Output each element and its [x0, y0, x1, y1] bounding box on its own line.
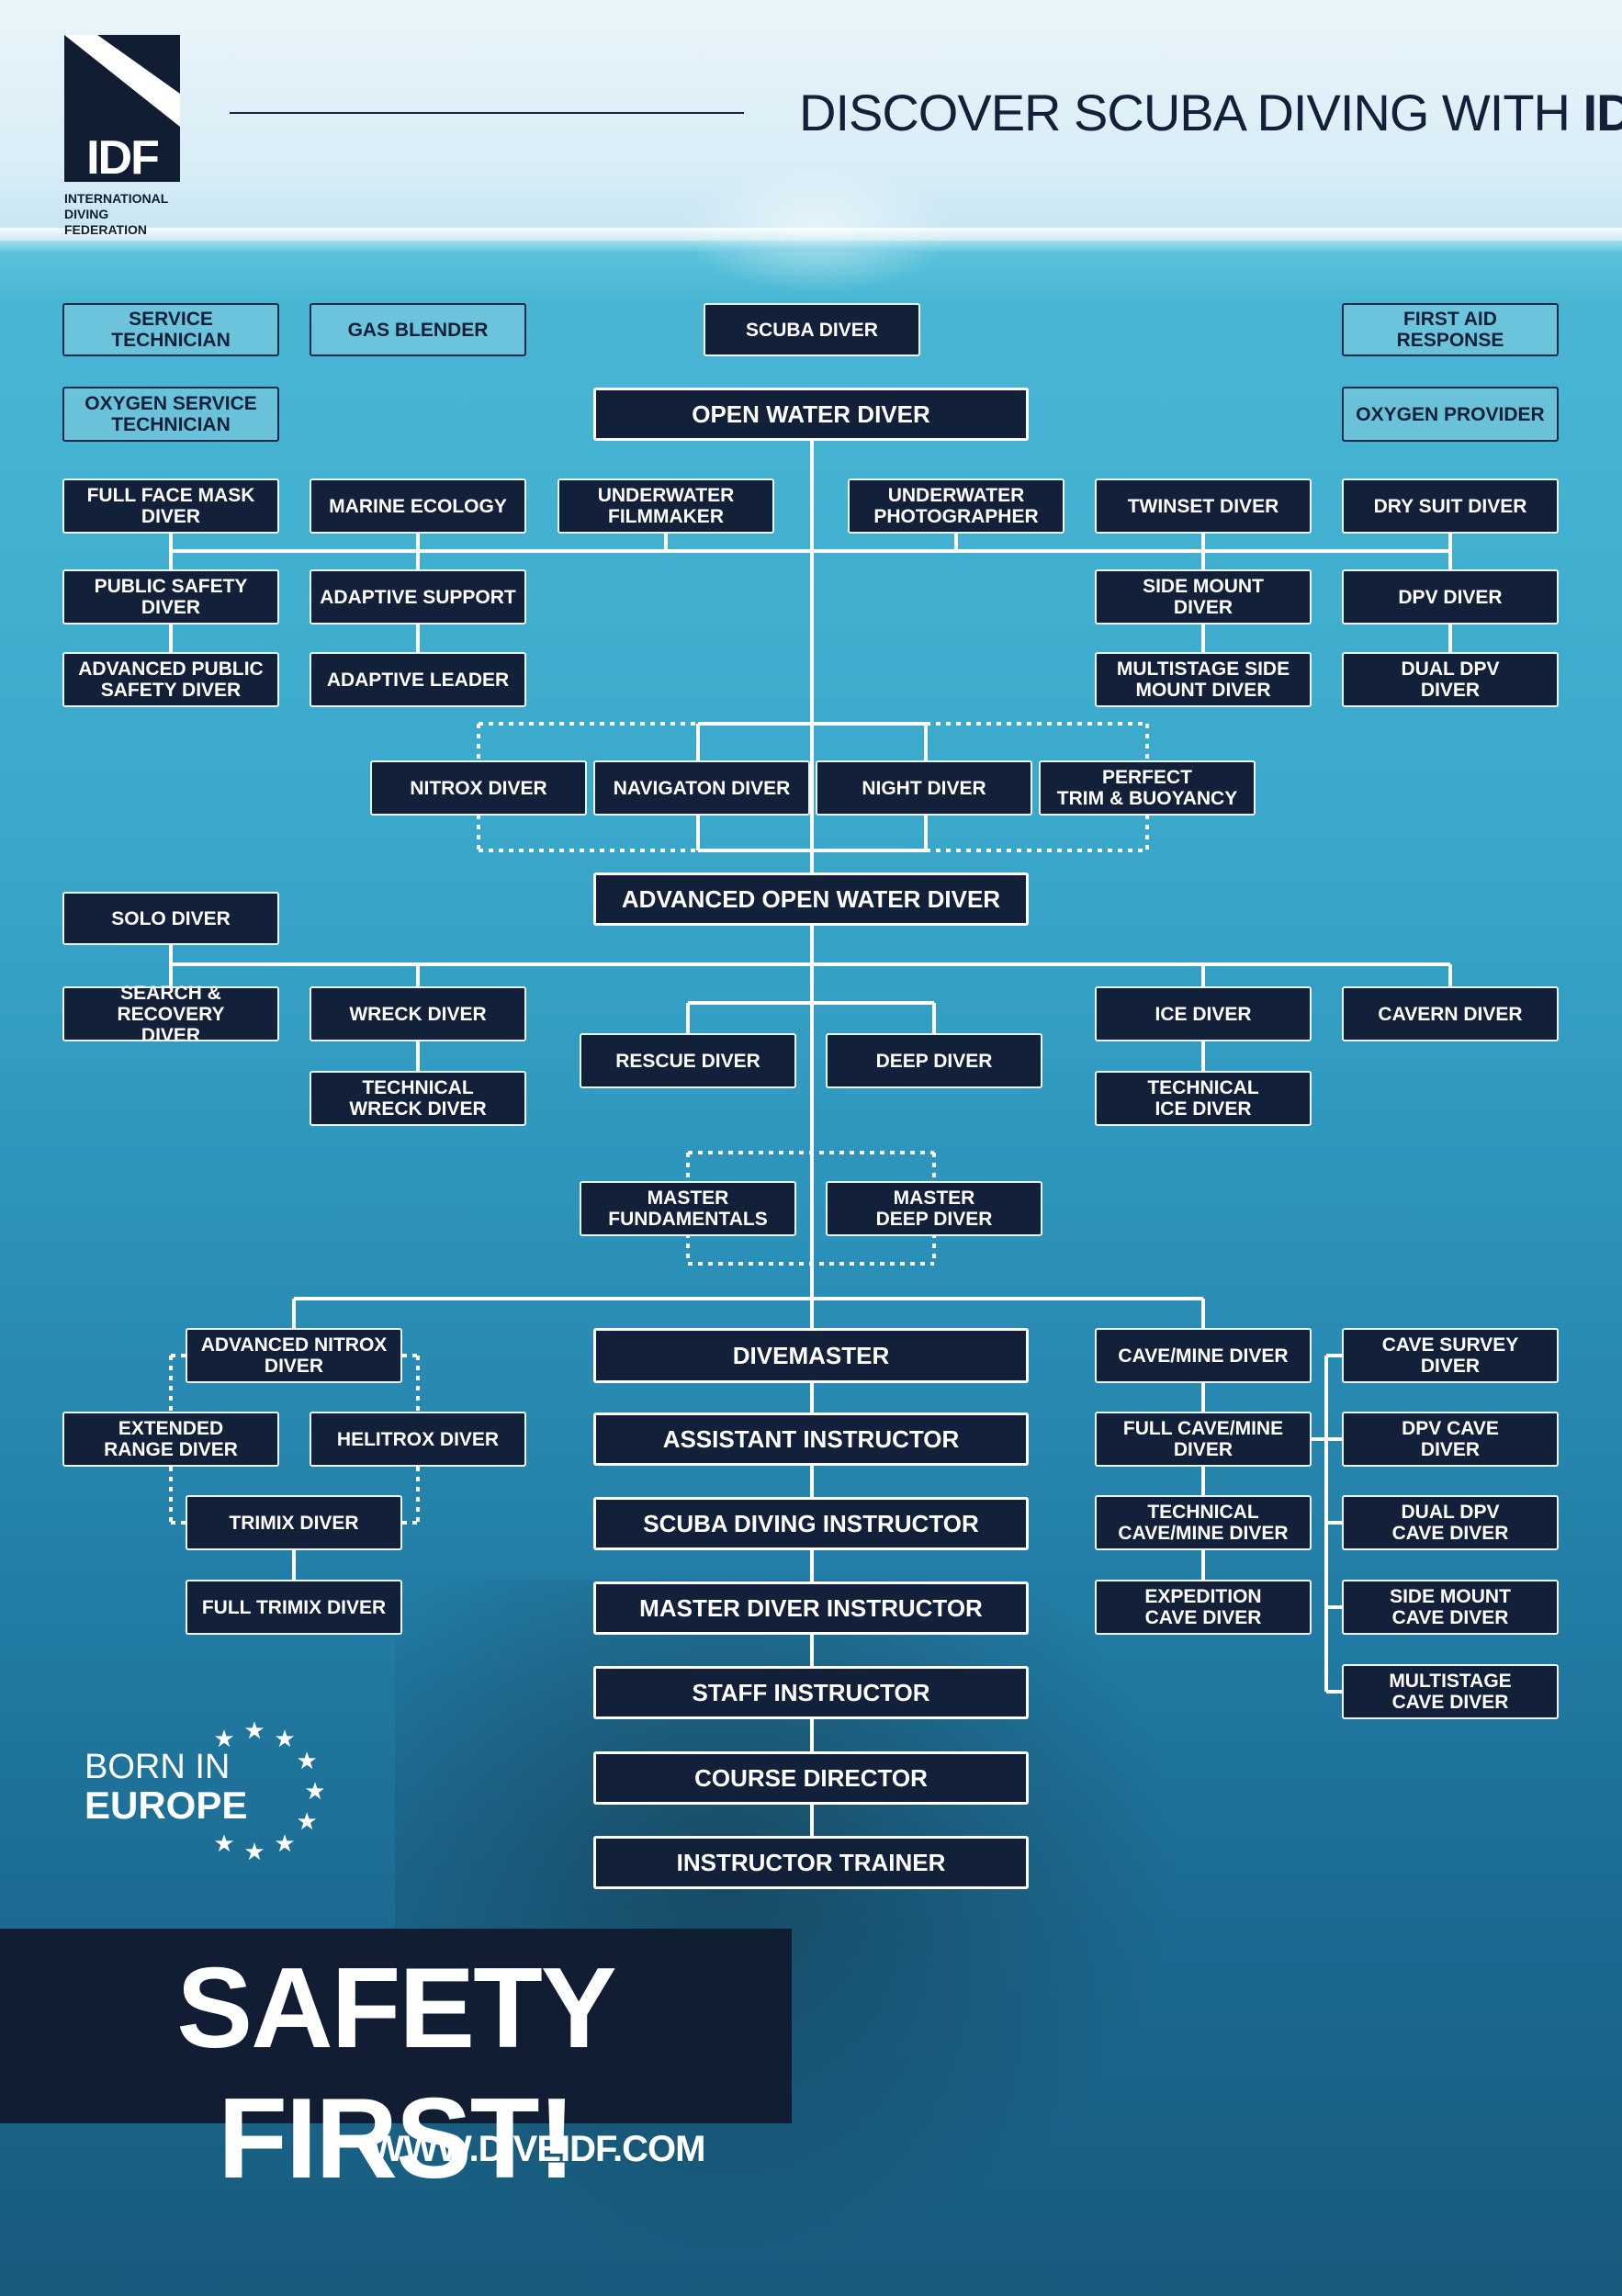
course-perfect-trim-buoyancy[interactable]: PERFECT TRIM & BUOYANCY — [1039, 760, 1256, 816]
course-technical-wreck-diver[interactable]: TECHNICAL WRECK DIVER — [310, 1071, 526, 1126]
course-full-cave-mine-diver[interactable]: FULL CAVE/MINE DIVER — [1095, 1412, 1312, 1467]
course-nitrox-diver[interactable]: NITROX DIVER — [370, 760, 587, 816]
course-staff-instructor[interactable]: STAFF INSTRUCTOR — [593, 1666, 1029, 1719]
course-scuba-diving-instructor[interactable]: SCUBA DIVING INSTRUCTOR — [593, 1497, 1029, 1550]
course-twinset-diver[interactable]: TWINSET DIVER — [1095, 478, 1312, 534]
course-assistant-instructor[interactable]: ASSISTANT INSTRUCTOR — [593, 1412, 1029, 1466]
eu-star-icon: ★ — [297, 1808, 318, 1836]
course-advanced-open-water-diver[interactable]: ADVANCED OPEN WATER DIVER — [593, 872, 1029, 926]
header-divider — [230, 112, 744, 114]
course-dpv-diver[interactable]: DPV DIVER — [1342, 569, 1559, 625]
course-trimix-diver[interactable]: TRIMIX DIVER — [186, 1495, 402, 1550]
idf-logo: IDF INTERNATIONAL DIVING FEDERATION — [64, 35, 180, 237]
logo-subtitle-line-1: INTERNATIONAL — [64, 191, 169, 206]
born-in-europe-badge: BORN IN EUROPE ★★★★★★★★★ — [84, 1722, 323, 1869]
course-cavern-diver[interactable]: CAVERN DIVER — [1342, 986, 1559, 1041]
course-side-mount-cave-diver[interactable]: SIDE MOUNT CAVE DIVER — [1342, 1580, 1559, 1635]
europe-text: EUROPE — [84, 1784, 248, 1827]
course-wreck-diver[interactable]: WRECK DIVER — [310, 986, 526, 1041]
course-scuba-diver[interactable]: SCUBA DIVER — [704, 303, 920, 356]
course-adaptive-support[interactable]: ADAPTIVE SUPPORT — [310, 569, 526, 625]
course-extended-range-diver[interactable]: EXTENDED RANGE DIVER — [62, 1412, 279, 1467]
dive-flag-icon — [64, 35, 180, 127]
eu-star-icon: ★ — [274, 1830, 295, 1858]
logo-text: IDF — [86, 131, 160, 185]
course-technical-cave-mine-diver[interactable]: TECHNICAL CAVE/MINE DIVER — [1095, 1495, 1312, 1550]
course-multistage-side-mount-diver[interactable]: MULTISTAGE SIDE MOUNT DIVER — [1095, 652, 1312, 707]
headline-brand: IDF — [1583, 84, 1622, 141]
eu-star-icon: ★ — [243, 1722, 265, 1745]
course-course-director[interactable]: COURSE DIRECTOR — [593, 1751, 1029, 1805]
course-first-aid-response[interactable]: FIRST AID RESPONSE — [1342, 303, 1559, 356]
course-divemaster[interactable]: DIVEMASTER — [593, 1328, 1029, 1383]
eu-star-icon: ★ — [274, 1726, 295, 1753]
course-dual-dpv-diver[interactable]: DUAL DPV DIVER — [1342, 652, 1559, 707]
eu-star-icon: ★ — [297, 1748, 318, 1775]
course-open-water-diver[interactable]: OPEN WATER DIVER — [593, 388, 1029, 441]
course-dual-dpv-cave-diver[interactable]: DUAL DPV CAVE DIVER — [1342, 1495, 1559, 1550]
course-master-diver-instructor[interactable]: MASTER DIVER INSTRUCTOR — [593, 1581, 1029, 1635]
eu-star-icon: ★ — [243, 1839, 265, 1866]
course-technical-ice-diver[interactable]: TECHNICAL ICE DIVER — [1095, 1071, 1312, 1126]
course-full-face-mask-diver[interactable]: FULL FACE MASK DIVER — [62, 478, 279, 534]
course-dpv-cave-diver[interactable]: DPV CAVE DIVER — [1342, 1412, 1559, 1467]
safety-slogan: SAFETY FIRST! — [176, 1945, 616, 2202]
headline-prefix: DISCOVER SCUBA DIVING WITH — [799, 84, 1583, 141]
course-advanced-public-safety-diver[interactable]: ADVANCED PUBLIC SAFETY DIVER — [62, 652, 279, 707]
course-ice-diver[interactable]: ICE DIVER — [1095, 986, 1312, 1041]
course-search-recovery-diver[interactable]: SEARCH & RECOVERY DIVER — [62, 983, 279, 1046]
course-night-diver[interactable]: NIGHT DIVER — [816, 760, 1032, 816]
born-in-text: BORN IN — [84, 1748, 231, 1786]
headline: DISCOVER SCUBA DIVING WITH IDF — [799, 83, 1622, 142]
course-master-deep-diver[interactable]: MASTER DEEP DIVER — [826, 1181, 1042, 1236]
course-instructor-trainer[interactable]: INSTRUCTOR TRAINER — [593, 1836, 1029, 1889]
eu-star-icon: ★ — [304, 1778, 323, 1806]
course-underwater-filmmaker[interactable]: UNDERWATER FILMMAKER — [558, 478, 774, 534]
course-public-safety-diver[interactable]: PUBLIC SAFETY DIVER — [62, 569, 279, 625]
course-expedition-cave-diver[interactable]: EXPEDITION CAVE DIVER — [1095, 1580, 1312, 1635]
course-full-trimix-diver[interactable]: FULL TRIMIX DIVER — [186, 1580, 402, 1635]
logo-subtitle: INTERNATIONAL DIVING FEDERATION — [64, 191, 193, 238]
safety-banner — [0, 1929, 792, 2123]
logo-flag — [64, 35, 180, 182]
course-helitrox-diver[interactable]: HELITROX DIVER — [310, 1412, 526, 1467]
course-dry-suit-diver[interactable]: DRY SUIT DIVER — [1342, 478, 1559, 534]
course-underwater-photographer[interactable]: UNDERWATER PHOTOGRAPHER — [848, 478, 1064, 534]
eu-star-icon: ★ — [213, 1726, 234, 1753]
course-cave-survey-diver[interactable]: CAVE SURVEY DIVER — [1342, 1328, 1559, 1383]
eu-stars-icon: ★★★★★★★★★ — [213, 1722, 323, 1866]
logo-subtitle-line-2: DIVING FEDERATION — [64, 207, 147, 237]
course-oxygen-provider[interactable]: OXYGEN PROVIDER — [1342, 387, 1559, 442]
course-side-mount-diver[interactable]: SIDE MOUNT DIVER — [1095, 569, 1312, 625]
course-master-fundamentals[interactable]: MASTER FUNDAMENTALS — [580, 1181, 796, 1236]
course-solo-diver[interactable]: SOLO DIVER — [62, 892, 279, 945]
course-rescue-diver[interactable]: RESCUE DIVER — [580, 1033, 796, 1088]
eu-star-icon: ★ — [213, 1830, 234, 1858]
course-navigation-diver[interactable]: NAVIGATON DIVER — [593, 760, 810, 816]
course-gas-blender[interactable]: GAS BLENDER — [310, 303, 526, 356]
course-deep-diver[interactable]: DEEP DIVER — [826, 1033, 1042, 1088]
course-cave-mine-diver[interactable]: CAVE/MINE DIVER — [1095, 1328, 1312, 1383]
course-adaptive-leader[interactable]: ADAPTIVE LEADER — [310, 652, 526, 707]
course-marine-ecology[interactable]: MARINE ECOLOGY — [310, 478, 526, 534]
course-advanced-nitrox-diver[interactable]: ADVANCED NITROX DIVER — [186, 1328, 402, 1383]
water-surface — [0, 228, 1622, 252]
website-link[interactable]: WWW.DIVEIDF.COM — [369, 2129, 706, 2169]
course-oxygen-service-technician[interactable]: OXYGEN SERVICE TECHNICIAN — [62, 387, 279, 442]
course-multistage-cave-diver[interactable]: MULTISTAGE CAVE DIVER — [1342, 1664, 1559, 1719]
course-service-technician[interactable]: SERVICE TECHNICIAN — [62, 303, 279, 356]
